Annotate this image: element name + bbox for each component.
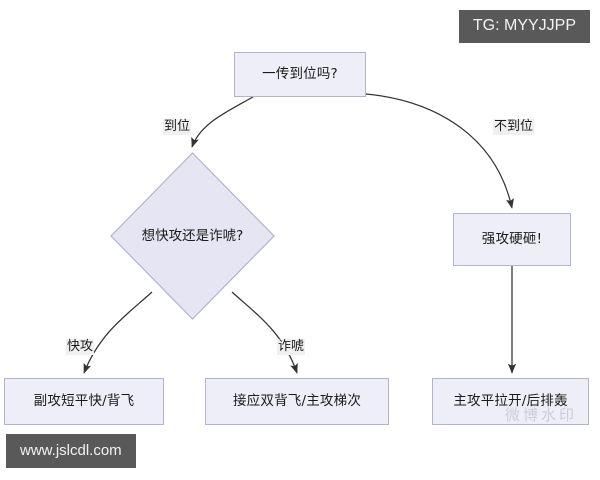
watermark-site-text: www.jslcdl.com [20, 442, 122, 459]
watermark-telegram-text: TG: MYYJJPP [472, 17, 576, 34]
node-outcome-bluff-label: 接应双背飞/主攻梯次 [232, 393, 362, 410]
node-start-question[interactable]: 一传到位吗? [234, 52, 366, 97]
edge-label-bluff: 诈唬 [277, 339, 306, 356]
node-outcome-quick-label: 副攻短平快/背飞 [33, 393, 135, 410]
node-decision-label-wrap: 想快攻还是诈唬? [110, 152, 275, 320]
node-outcome-quick[interactable]: 副攻短平快/背飞 [4, 378, 164, 425]
node-decision-label: 想快攻还是诈唬? [141, 227, 244, 244]
node-outcome-bluff[interactable]: 接应双背飞/主攻梯次 [205, 378, 389, 425]
node-outcome-power[interactable]: 主攻平拉开/后排轰 [432, 378, 589, 425]
edge-label-quick-attack: 快攻 [66, 339, 95, 356]
edge-label-in-position: 到位 [163, 119, 192, 136]
node-force-attack-label: 强攻硬砸! [481, 231, 543, 248]
edge-start-to-force [365, 93, 514, 209]
node-outcome-power-label: 主攻平拉开/后排轰 [453, 393, 568, 410]
watermark-telegram-badge: TG: MYYJJPP [458, 10, 590, 43]
edge-start-to-decision [191, 96, 254, 148]
diamond-shape-icon [110, 152, 275, 320]
node-start-label: 一传到位吗? [262, 66, 338, 83]
edge-label-out-of-position: 不到位 [493, 119, 535, 136]
node-force-attack[interactable]: 强攻硬砸! [453, 213, 571, 266]
watermark-site-badge: www.jslcdl.com [6, 434, 136, 468]
node-decision[interactable]: 想快攻还是诈唬? [110, 152, 275, 320]
